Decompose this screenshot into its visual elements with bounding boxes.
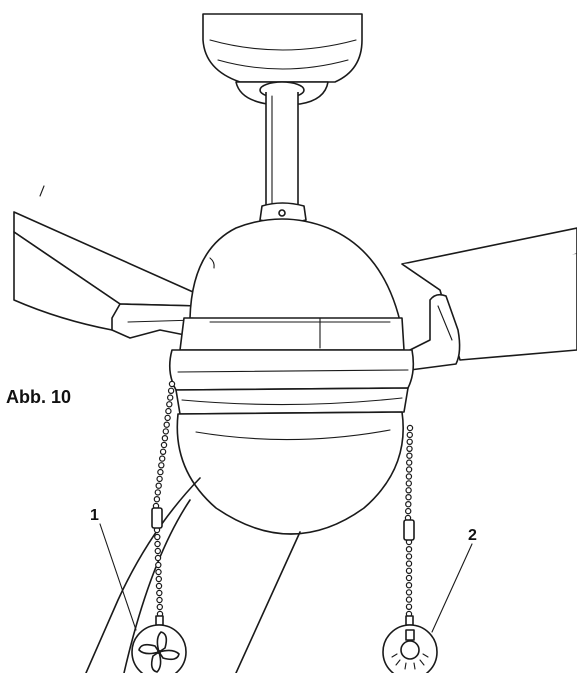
chain-bead [406,424,414,432]
chain-bead [153,496,161,503]
pull-knob-light[interactable] [382,624,438,673]
chain-bead [158,455,166,462]
chain-bead [154,547,161,555]
chain-connector-left [151,507,163,529]
chain-bead [405,480,412,487]
downrod [259,92,307,224]
chain-bead [157,468,164,476]
chain-bead [156,596,163,604]
chain-bead [155,582,163,590]
chain-bead [405,567,413,575]
chain-bead [405,473,413,480]
chain-bead [155,575,162,583]
chain-bead [405,589,413,596]
chain-bead [166,401,173,408]
chain-bead [405,546,413,553]
ceiling-canopy [202,13,363,105]
chain-bead [405,560,413,567]
chain-bead [166,394,174,401]
chain-bead [156,603,163,611]
chain-bead [155,482,162,489]
pull-chain-fan[interactable] [131,380,187,673]
chain-bead [164,414,171,422]
chain-bead [406,459,413,466]
chain-bead [160,441,168,449]
callout-number-2: 2 [468,527,477,544]
chain-bead [405,466,413,473]
chain-bead [158,462,165,469]
chain-bead [406,438,413,445]
chain-bead [405,582,413,589]
chain-bead [406,445,413,452]
chain-bead [162,428,169,435]
chain-links-left [152,380,176,618]
chain-bead [405,553,413,560]
support-lines [39,185,301,673]
chain-bead [405,507,412,515]
chain-bead [405,501,412,508]
leader-line-2 [431,543,473,633]
chain-bead [163,421,170,428]
chain-bead [154,554,162,562]
chain-links-right [404,424,414,618]
chain-bead [154,540,161,548]
chain-bead [154,533,161,541]
chain-bead [168,380,176,388]
chain-bead [159,448,167,455]
chain-bead [155,561,162,569]
chain-bead [405,574,413,582]
chain-bead [154,489,161,496]
light-globe [176,411,404,535]
pull-cap-right [405,615,414,626]
chain-bead [405,487,412,494]
leader-line-1 [99,523,137,631]
chain-bead [405,494,412,501]
chain-bead [155,568,162,576]
chain-bead [406,431,413,439]
figure-label: Abb. 10 [6,387,71,407]
chain-bead [156,589,163,597]
fan-icon [138,631,180,673]
chain-bead [156,475,163,483]
light-bulb-icon [391,629,429,670]
motor-housing [189,218,403,331]
chain-bead [165,407,172,415]
chain-bead [405,603,413,611]
switch-housing [168,317,415,415]
fan-blade-right [397,227,577,371]
chain-bead [167,387,175,394]
pull-cap-left [155,615,164,626]
chain-bead [161,435,169,442]
chain-bead [405,596,413,603]
pull-chain-light[interactable] [382,424,438,673]
chain-connector-right [403,519,415,541]
chain-bead [406,452,413,459]
callout-number-1: 1 [90,507,99,524]
